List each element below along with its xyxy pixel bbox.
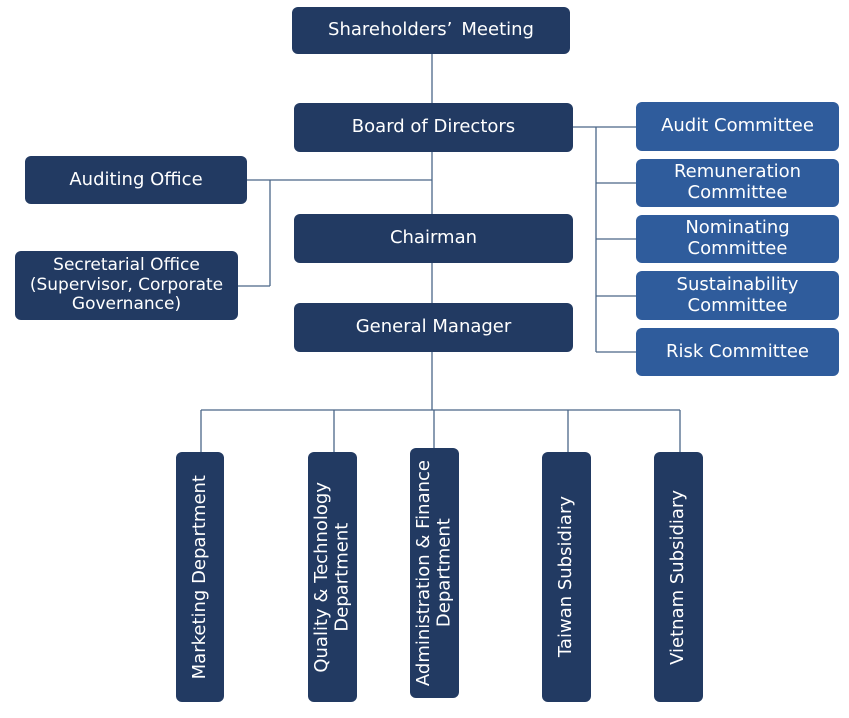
taiwan-subsidiary-label: Taiwan Subsidiary [555,496,577,658]
audit-committee-box: Audit Committee [636,102,839,151]
vietnam-subsidiary-box: Vietnam Subsidiary [654,452,703,702]
sustainability-committee-label: Sustainability Committee [676,273,799,316]
administration-finance-department-label: Administration & Finance Department [412,459,455,687]
marketing-department-box: Marketing Department [176,452,224,702]
risk-committee-label: Risk Committee [666,340,809,362]
secretarial-office-label: Secretarial Office (Supervisor, Corporat… [29,255,224,315]
marketing-department-label: Marketing Department [188,474,210,680]
shareholders-meeting-label: Shareholders’ Meeting [328,19,534,41]
quality-technology-department-label: Quality & Technology Department [310,481,353,673]
audit-committee-label: Audit Committee [661,115,814,137]
remuneration-committee-label: Remuneration Committee [673,161,802,203]
remuneration-committee-box: Remuneration Committee [636,159,839,207]
chairman-box: Chairman [294,214,573,263]
vietnam-subsidiary-label: Vietnam Subsidiary [667,489,689,665]
board-of-directors-box: Board of Directors [294,103,573,152]
auditing-office-label: Auditing Office [69,168,203,190]
risk-committee-box: Risk Committee [636,328,839,376]
general-manager-box: General Manager [294,303,573,352]
nominating-committee-box: Nominating Committee [636,215,839,263]
secretarial-office-box: Secretarial Office (Supervisor, Corporat… [15,251,238,320]
administration-finance-department-box: Administration & Finance Department [410,448,459,698]
shareholders-meeting-box: Shareholders’ Meeting [292,7,570,54]
taiwan-subsidiary-box: Taiwan Subsidiary [542,452,591,702]
board-of-directors-label: Board of Directors [351,116,516,138]
general-manager-label: General Manager [355,316,512,338]
quality-technology-department-box: Quality & Technology Department [308,452,357,702]
sustainability-committee-box: Sustainability Committee [636,271,839,320]
nominating-committee-label: Nominating Committee [685,217,790,259]
chairman-label: Chairman [389,227,478,249]
auditing-office-box: Auditing Office [25,156,247,204]
